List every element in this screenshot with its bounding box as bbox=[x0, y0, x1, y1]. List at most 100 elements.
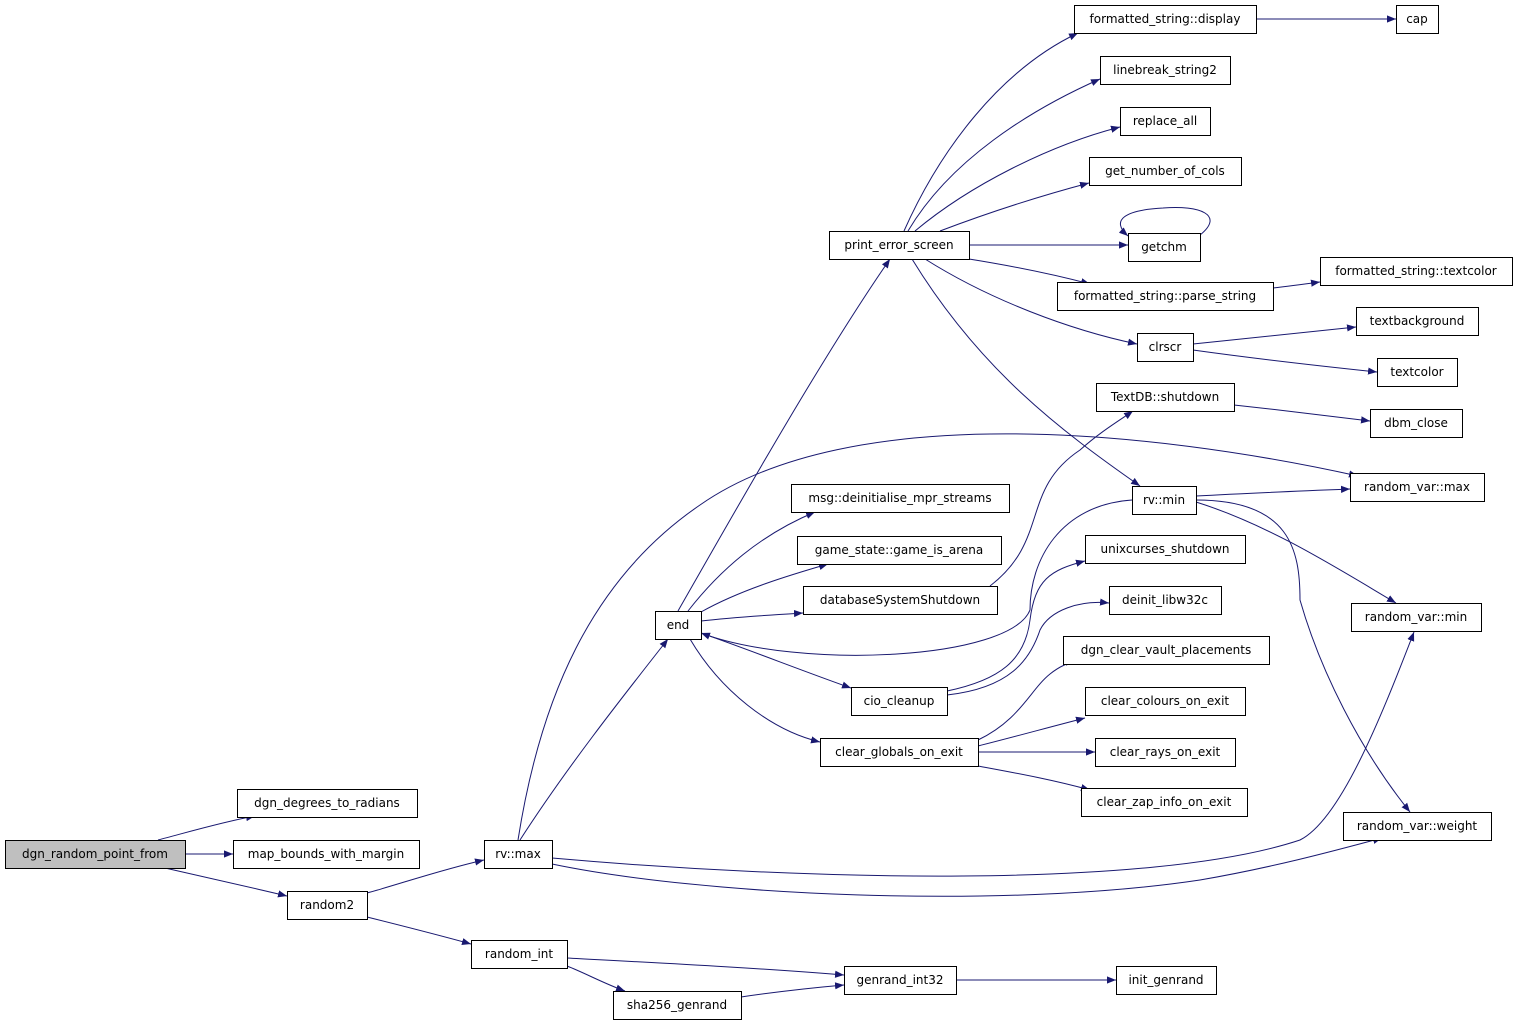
node-label: msg::deinitialise_mpr_streams bbox=[808, 491, 991, 505]
node-box bbox=[1116, 966, 1217, 995]
node-label: clear_rays_on_exit bbox=[1110, 745, 1221, 759]
node-textbackground[interactable]: textbackground bbox=[1356, 307, 1479, 336]
edge-getchm-to-getchm bbox=[1118, 206, 1211, 237]
node-random-var-min[interactable]: random_var::min bbox=[1351, 603, 1482, 632]
node-formatted-string-parse-string[interactable]: formatted_string::parse_string bbox=[1057, 282, 1274, 311]
node-dgn-clear-vault-placements[interactable]: dgn_clear_vault_placements bbox=[1063, 636, 1270, 665]
node-clear-globals-on-exit[interactable]: clear_globals_on_exit bbox=[820, 738, 979, 767]
node-label: formatted_string::display bbox=[1090, 12, 1241, 26]
node-formatted-string-textcolor[interactable]: formatted_string::textcolor bbox=[1320, 257, 1513, 286]
node-replace-all[interactable]: replace_all bbox=[1120, 107, 1211, 136]
node-formatted-string-display[interactable]: formatted_string::display bbox=[1074, 5, 1257, 34]
node-label: print_error_screen bbox=[844, 238, 953, 252]
node-unixcurses-shutdown[interactable]: unixcurses_shutdown bbox=[1085, 535, 1246, 564]
edge-end-to-database-system-shutdown bbox=[700, 609, 804, 622]
edge-clrscr-to-textbackground bbox=[1192, 324, 1357, 345]
node-box bbox=[1074, 5, 1257, 34]
node-label: replace_all bbox=[1133, 114, 1197, 128]
edge-rv-min-to-random-var-min bbox=[1195, 501, 1397, 604]
node-random2[interactable]: random2 bbox=[287, 891, 368, 920]
node-label: formatted_string::parse_string bbox=[1074, 289, 1256, 303]
node-box bbox=[1096, 383, 1235, 412]
node-rv-min[interactable]: rv::min bbox=[1132, 486, 1197, 515]
node-box bbox=[1350, 473, 1485, 502]
node-dbm-close[interactable]: dbm_close bbox=[1370, 409, 1463, 438]
edge-textdb-shutdown-to-dbm-close bbox=[1233, 404, 1371, 424]
node-dgn-degrees-to-radians[interactable]: dgn_degrees_to_radians bbox=[237, 789, 418, 818]
node-label: unixcurses_shutdown bbox=[1100, 542, 1229, 556]
node-box bbox=[1351, 603, 1482, 632]
node-box bbox=[1085, 535, 1246, 564]
edge-rv-min-to-random-var-max bbox=[1195, 485, 1351, 497]
node-label: dgn_clear_vault_placements bbox=[1081, 643, 1251, 657]
node-label: clrscr bbox=[1149, 340, 1182, 354]
node-box bbox=[1132, 486, 1197, 515]
node-deinit-libw32c[interactable]: deinit_libw32c bbox=[1109, 586, 1222, 615]
edge-clear-globals-on-exit-to-dgn-clear-vault-placements bbox=[977, 658, 1076, 741]
node-box bbox=[1063, 636, 1270, 665]
edge-clear-globals-on-exit-to-clear-colours-on-exit bbox=[977, 716, 1086, 747]
node-dgn-random-point-from[interactable]: dgn_random_point_from bbox=[5, 840, 186, 869]
node-textdb-shutdown[interactable]: TextDB::shutdown bbox=[1096, 383, 1235, 412]
node-label: genrand_int32 bbox=[856, 973, 943, 987]
edge-print-error-screen-to-clrscr bbox=[924, 258, 1138, 346]
node-label: TextDB::shutdown bbox=[1110, 390, 1219, 404]
node-box bbox=[1120, 107, 1211, 136]
node-print-error-screen[interactable]: print_error_screen bbox=[829, 231, 970, 260]
node-box bbox=[1109, 586, 1222, 615]
node-random-var-max[interactable]: random_var::max bbox=[1350, 473, 1485, 502]
edge-cio-cleanup-to-unixcurses-shutdown bbox=[946, 559, 1086, 692]
node-clear-colours-on-exit[interactable]: clear_colours_on_exit bbox=[1085, 687, 1246, 716]
node-end[interactable]: end bbox=[655, 611, 702, 640]
node-init-genrand[interactable]: init_genrand bbox=[1116, 966, 1217, 995]
edge-end-to-msg-deinitialise bbox=[687, 511, 816, 612]
node-box bbox=[844, 966, 957, 995]
node-box bbox=[1343, 812, 1492, 841]
node-random-int[interactable]: random_int bbox=[471, 940, 568, 969]
edge-random2-to-rv-max bbox=[366, 858, 485, 894]
node-box bbox=[1396, 5, 1439, 34]
node-label: textcolor bbox=[1390, 365, 1443, 379]
edge-database-system-shutdown-to-textdb-shutdown bbox=[989, 410, 1134, 587]
edge-random-int-to-sha256-genrand bbox=[566, 965, 626, 992]
edge-rv-max-to-random-var-min bbox=[551, 631, 1415, 877]
node-clear-rays-on-exit[interactable]: clear_rays_on_exit bbox=[1095, 738, 1236, 767]
node-cap[interactable]: cap bbox=[1396, 5, 1439, 34]
node-genrand-int32[interactable]: genrand_int32 bbox=[844, 966, 957, 995]
node-box bbox=[1377, 358, 1458, 387]
node-map-bounds-with-margin[interactable]: map_bounds_with_margin bbox=[233, 840, 420, 869]
node-linebreak-string2[interactable]: linebreak_string2 bbox=[1100, 56, 1231, 85]
node-msg-deinitialise[interactable]: msg::deinitialise_mpr_streams bbox=[791, 484, 1010, 513]
node-getchm[interactable]: getchm bbox=[1128, 233, 1201, 262]
node-label: random_var::max bbox=[1364, 480, 1470, 494]
edge-print-error-screen-to-get-number-of-cols bbox=[939, 181, 1090, 232]
node-get-number-of-cols[interactable]: get_number_of_cols bbox=[1089, 157, 1242, 186]
node-label: formatted_string::textcolor bbox=[1335, 264, 1497, 278]
node-box bbox=[1057, 282, 1274, 311]
node-label: map_bounds_with_margin bbox=[248, 847, 404, 861]
edge-end-to-game-is-arena bbox=[700, 563, 829, 613]
node-label: dgn_random_point_from bbox=[22, 847, 168, 861]
node-clrscr[interactable]: clrscr bbox=[1137, 333, 1194, 362]
node-textcolor[interactable]: textcolor bbox=[1377, 358, 1458, 387]
node-label: linebreak_string2 bbox=[1113, 63, 1217, 77]
node-cio-cleanup[interactable]: cio_cleanup bbox=[851, 687, 948, 716]
node-database-system-shutdown[interactable]: databaseSystemShutdown bbox=[803, 586, 998, 615]
node-game-is-arena[interactable]: game_state::game_is_arena bbox=[797, 536, 1002, 565]
edge-random2-to-random-int bbox=[366, 916, 472, 946]
node-box bbox=[1081, 788, 1248, 817]
node-label: rv::max bbox=[495, 847, 541, 861]
edge-clrscr-to-textcolor bbox=[1192, 349, 1378, 375]
node-label: random_var::min bbox=[1365, 610, 1467, 624]
node-random-var-weight[interactable]: random_var::weight bbox=[1343, 812, 1492, 841]
node-label: random_var::weight bbox=[1357, 819, 1478, 833]
edge-print-error-screen-to-rv-min bbox=[911, 258, 1141, 487]
node-rv-max[interactable]: rv::max bbox=[484, 840, 553, 869]
node-clear-zap-info-on-exit[interactable]: clear_zap_info_on_exit bbox=[1081, 788, 1248, 817]
node-label: cio_cleanup bbox=[864, 694, 935, 708]
node-sha256-genrand[interactable]: sha256_genrand bbox=[613, 991, 742, 1020]
node-label: databaseSystemShutdown bbox=[820, 593, 980, 607]
edge-dgn-random-point-from-to-dgn-degrees-to-radians bbox=[157, 814, 256, 841]
edge-end-to-clear-globals-on-exit bbox=[689, 638, 821, 744]
edge-random-int-to-genrand-int32 bbox=[566, 957, 845, 978]
